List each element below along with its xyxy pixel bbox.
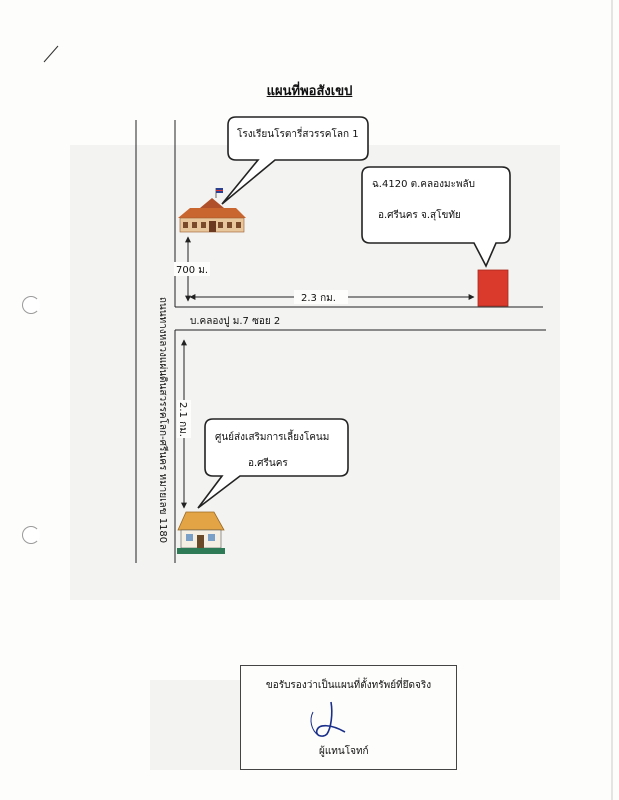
signature-mark (310, 701, 346, 737)
site-label-line1: ฉ.4120 ต.คลองมะพลับ (372, 179, 475, 190)
distance-label-21: 2.1 กม. (177, 402, 188, 437)
school-bubble-shape (221, 116, 369, 205)
distance-label-21-bg (177, 400, 191, 438)
center-bubble-shape (197, 418, 349, 509)
school-building-icon (178, 188, 246, 233)
signer-label: ผู้แทนโจทก์ (319, 746, 369, 757)
distance-label-700: 700 ม. (176, 265, 208, 276)
center-label-line2: อ.ศรีนคร (248, 457, 288, 469)
punch-hole-top (22, 296, 40, 314)
distance-label-23-bg (294, 290, 348, 304)
highway-label: ถนนทางหลวงแผ่นดินสวรรคโลก-ศรีนคร หมายเลข… (157, 297, 170, 543)
village-road-label: บ.คลองปู ม.7 ซอย 2 (190, 316, 280, 327)
dairy-center-building-icon (177, 511, 225, 554)
site-label-line2: อ.ศรีนคร จ.สุโขทัย (378, 208, 461, 221)
distance-label-23: 2.3 กม. (301, 293, 336, 304)
page-title: แผนที่พอสังเขป (266, 84, 353, 99)
distance-label-700-bg (174, 262, 210, 276)
certification-box: ขอรับรองว่าเป็นแผนที่ตั้งทรัพย์ที่ยึดจริ… (240, 665, 457, 770)
center-label-line1: ศูนย์ส่งเสริมการเลี้ยงโคนม (215, 429, 329, 443)
property-site-marker (477, 269, 509, 307)
certification-text: ขอรับรองว่าเป็นแผนที่ตั้งทรัพย์ที่ยึดจริ… (265, 680, 432, 691)
school-label: โรงเรียนโรตารี่สวรรคโลก 1 (237, 126, 359, 140)
punch-hole-bottom (22, 526, 40, 544)
site-bubble-shape (361, 166, 511, 268)
